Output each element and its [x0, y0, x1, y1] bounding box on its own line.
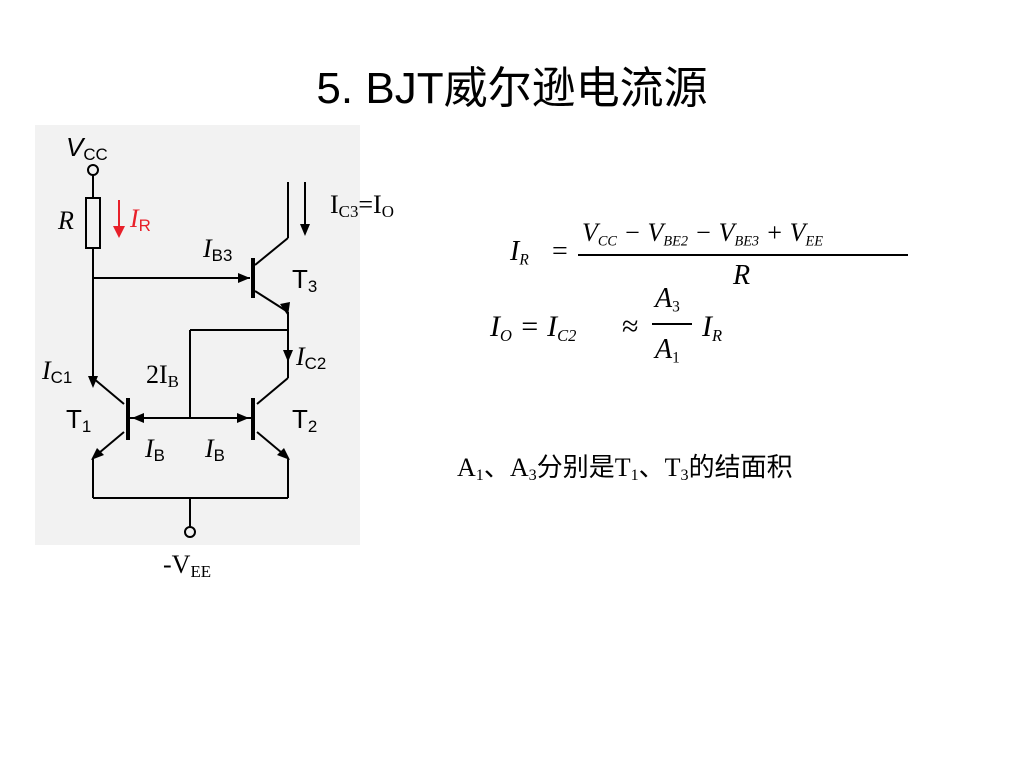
eq2-frac-den: A1 [655, 334, 680, 367]
ic3-label: IC3=IO [330, 190, 394, 222]
ic3-arrowhead [300, 224, 310, 236]
vcc-label: VCC [66, 132, 108, 165]
vee-terminal [184, 526, 196, 538]
ib3-arrowhead [238, 273, 250, 283]
eq1-numerator: VCC − VBE2 − VBE3 + VEE [582, 218, 823, 250]
resistor-label: R [58, 206, 74, 235]
resistor-r [85, 197, 101, 249]
ir-label: IR [130, 204, 151, 236]
ib3-label: IB3 [203, 234, 233, 266]
ib-right-label: IB [205, 434, 225, 466]
ib-left-arrowhead [132, 413, 144, 423]
page-title: 5. BJT威尔逊电流源 [316, 64, 708, 113]
eq2-approx: ≈ [622, 310, 639, 343]
vcc-terminal [87, 164, 99, 176]
ic1-label: IC1 [42, 356, 73, 388]
t1-label: T1 [66, 404, 92, 437]
eq2-fraction-bar [652, 323, 692, 325]
eq1-equals: = [552, 236, 568, 267]
eq1-fraction-bar [578, 254, 908, 256]
eq1-denominator: R [733, 260, 751, 291]
t2-label: T2 [292, 404, 318, 437]
ic1-arrowhead [88, 376, 98, 388]
t2-emitter-arrowhead [277, 448, 290, 460]
junction-area-note: A1、A3分别是T1、T3的结面积 [457, 453, 793, 485]
ib-left-label: IB [145, 434, 165, 466]
eq1-lhs: IR [510, 236, 529, 269]
ir-arrowhead [113, 226, 125, 238]
two-ib-label: 2IB [146, 360, 179, 392]
ib-right-arrowhead [237, 413, 249, 423]
t3-emitter-arrowhead [280, 302, 290, 316]
eq2-frac-num: A3 [655, 283, 680, 316]
eq2-rhs: IR [702, 310, 723, 345]
t1-emitter-arrowhead [91, 448, 104, 460]
vee-label: -VEE [163, 550, 212, 582]
eq2-lhs: IO = IC2 [490, 310, 577, 345]
ic2-arrowhead [283, 350, 293, 362]
ic2-label: IC2 [296, 342, 327, 374]
t3-label: T3 [292, 264, 318, 297]
